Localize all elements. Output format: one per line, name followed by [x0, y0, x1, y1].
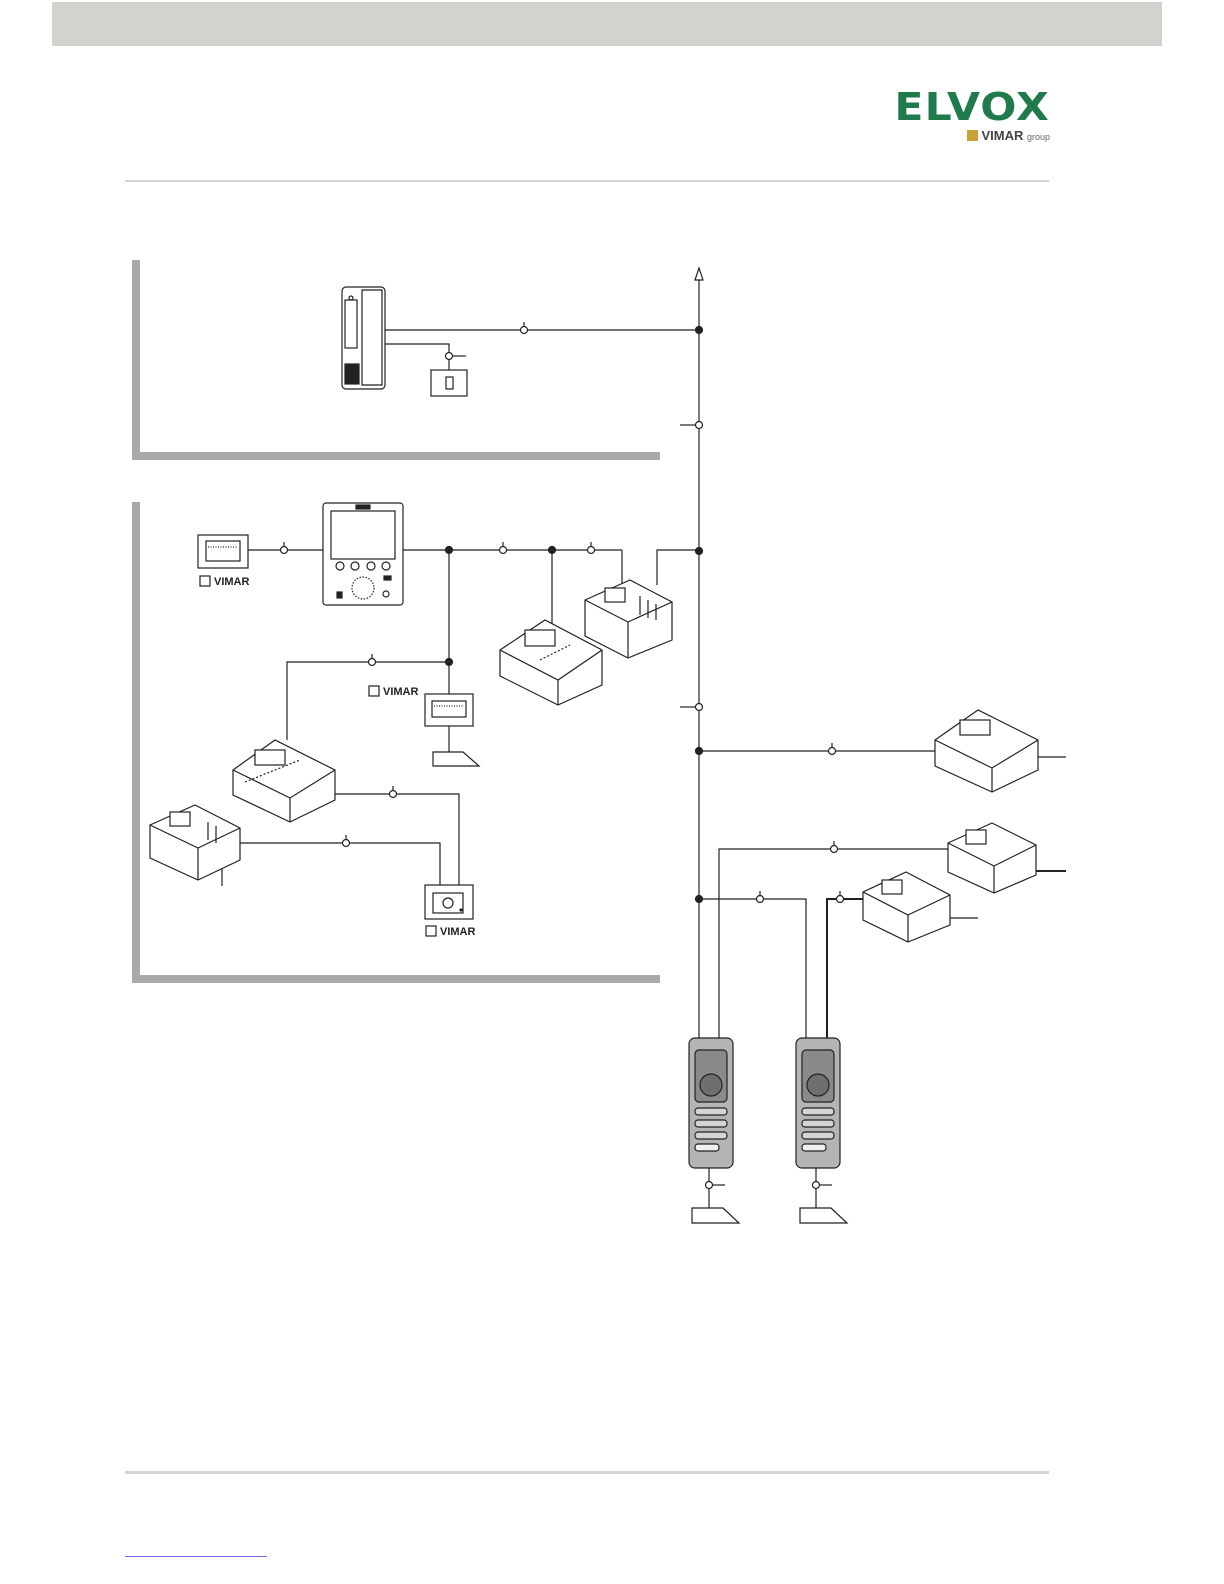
door-entry-panel-1[interactable]	[689, 1038, 733, 1168]
vimar-label-text-3: VIMAR	[440, 926, 476, 938]
vimar-label-text-2: VIMAR	[383, 686, 419, 698]
din-module-distributor-2[interactable]	[233, 740, 335, 822]
footer-link-underline[interactable]	[125, 1556, 267, 1557]
vimar-label-1: VIMAR	[200, 576, 250, 588]
video-monitor[interactable]	[323, 503, 403, 605]
panel-frame-top	[132, 260, 660, 460]
vimar-camera-plate[interactable]	[425, 885, 473, 919]
door-entry-panel-2[interactable]	[796, 1038, 840, 1168]
din-module-power-2[interactable]	[150, 805, 240, 880]
right-branch-3	[699, 899, 806, 1040]
wire-marker	[521, 327, 528, 334]
branch-wire-3	[240, 843, 440, 885]
vimar-label-3: VIMAR	[426, 926, 476, 938]
pushbutton-wire	[385, 344, 449, 370]
right-branch-4	[827, 899, 865, 1040]
din-module-power-1[interactable]	[585, 580, 672, 658]
din-module-power-4[interactable]	[863, 872, 950, 942]
din-module-power-3[interactable]	[948, 823, 1036, 893]
door-lock-1	[692, 1168, 739, 1223]
vimar-floor-button[interactable]	[425, 694, 479, 766]
floor-pushbutton[interactable]	[431, 370, 467, 396]
bottom-rule	[125, 1471, 1049, 1474]
main-riser	[680, 268, 703, 1040]
din-module-distributor-3[interactable]	[935, 710, 1038, 792]
vimar-control-plate[interactable]	[198, 535, 248, 568]
door-lock-2	[800, 1168, 847, 1223]
vimar-label-2: VIMAR	[369, 686, 419, 698]
vimar-label-text-1: VIMAR	[214, 576, 250, 588]
interphone-handset[interactable]	[342, 287, 385, 389]
